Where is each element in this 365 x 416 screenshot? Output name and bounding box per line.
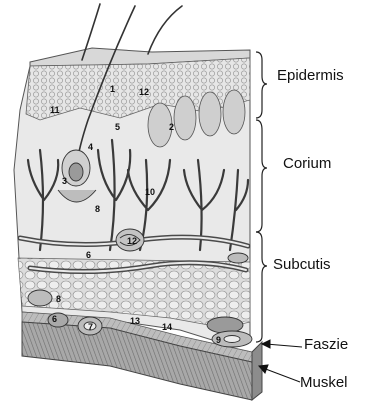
- callout-5: 5: [115, 122, 120, 132]
- callout-2: 2: [169, 122, 174, 132]
- subcutis-bracket: [256, 232, 267, 342]
- layer-brackets: [256, 52, 267, 342]
- callout-11: 11: [50, 105, 60, 115]
- callout-10: 10: [145, 187, 155, 197]
- callout-6b: 6: [52, 314, 57, 324]
- callout-8b: 8: [56, 294, 61, 304]
- callout-12a: 12: [139, 87, 149, 97]
- label-muskel: Muskel: [300, 374, 348, 391]
- corium-bracket: [256, 120, 267, 232]
- label-subcutis: Subcutis: [273, 256, 331, 273]
- callout-1: 1: [110, 84, 115, 94]
- callout-12b: 12: [127, 236, 137, 246]
- muskel-arrow-line: [263, 368, 300, 382]
- epidermis-bracket: [256, 52, 267, 118]
- callout-9: 9: [216, 335, 221, 345]
- callout-8a: 8: [95, 204, 100, 214]
- muscle-side: [252, 342, 262, 400]
- faszie-arrow-line: [266, 344, 302, 347]
- callout-3: 3: [62, 176, 67, 186]
- label-faszie: Faszie: [304, 336, 348, 353]
- callout-13: 13: [130, 316, 140, 326]
- callout-6a: 6: [86, 250, 91, 260]
- label-epidermis: Epidermis: [277, 67, 344, 84]
- label-corium: Corium: [283, 155, 331, 172]
- callout-4: 4: [88, 142, 93, 152]
- callout-14: 14: [162, 322, 172, 332]
- callout-7: 7: [88, 322, 93, 332]
- pointer-arrows: [259, 340, 302, 382]
- faszie-arrowhead: [262, 340, 270, 348]
